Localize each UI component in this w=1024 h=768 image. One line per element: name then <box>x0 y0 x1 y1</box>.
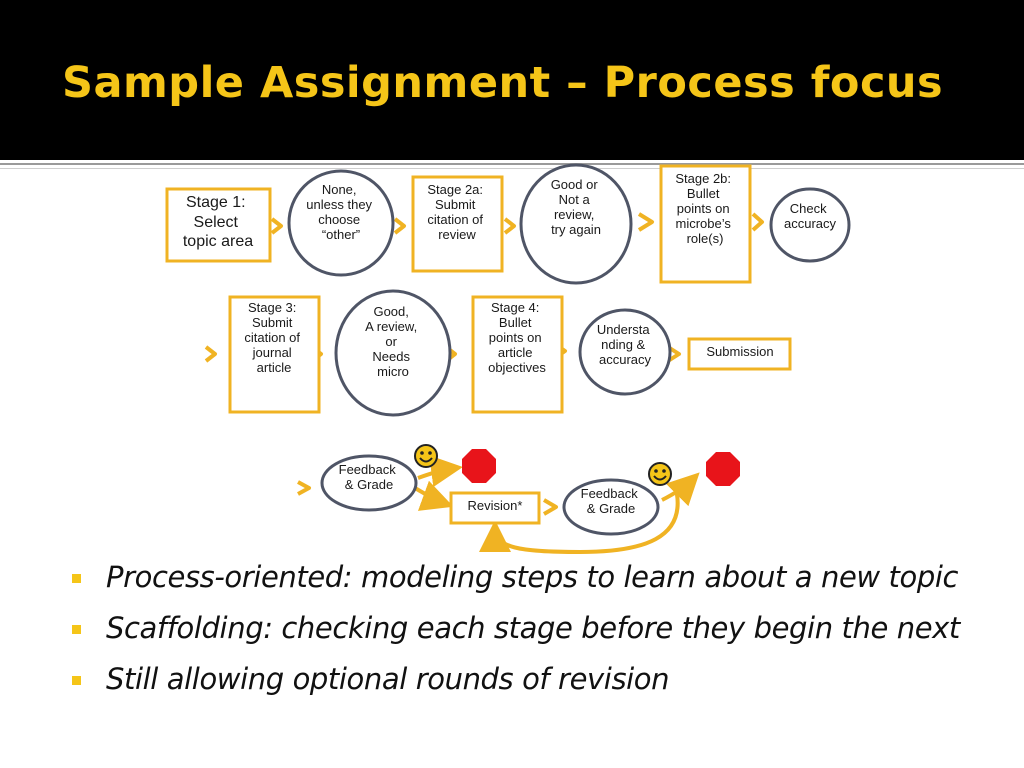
node-stage2a: Stage 2a: Submit citation of review <box>411 175 504 273</box>
arrow-chevron <box>637 212 654 232</box>
bullet-text: Scaffolding: checking each stage before … <box>106 611 960 645</box>
node-feedback-grade-1: Feedback & Grade <box>320 454 418 512</box>
node-revision: Revision* <box>449 491 541 525</box>
node-stage4: Stage 4: Bullet points on article object… <box>471 295 564 414</box>
node-submission: Submission <box>687 337 792 371</box>
bullet-marker <box>72 625 81 634</box>
svg-text:Stage 3: Submit ci: Stage 3: Submit citation of journal arti… <box>244 300 303 375</box>
node-good-or-not-review: Good or Not a review, try again <box>519 163 633 285</box>
stop-sign-icon <box>706 452 740 486</box>
stop-sign-icon <box>462 449 496 483</box>
title-bar: Sample Assignment – Process focus <box>0 0 1024 160</box>
slide-title: Sample Assignment – Process focus <box>62 58 944 108</box>
svg-text:Revision*: Revision* <box>468 498 523 513</box>
svg-text:Feedback & Grade: Feedback & Grade <box>581 486 642 516</box>
svg-text:Stage 2b: Bullet p: Stage 2b: Bullet points on microbe’s rol… <box>675 171 734 246</box>
bullet-list: Process-oriented: modeling steps to lear… <box>72 560 1012 713</box>
node-understanding-accuracy: Understa nding & accuracy <box>578 308 672 396</box>
svg-text:Check accuracy: Check accuracy <box>784 201 837 231</box>
arrow-to-revision <box>413 480 454 511</box>
bullet-text: Process-oriented: modeling steps to lear… <box>106 560 959 594</box>
smiley-icon <box>414 444 438 468</box>
bullet-item: Still allowing optional rounds of revisi… <box>72 662 1012 713</box>
smiley-icon <box>648 462 672 486</box>
bullet-item: Scaffolding: checking each stage before … <box>72 611 1012 662</box>
node-stage2b: Stage 2b: Bullet points on microbe’s rol… <box>659 164 752 284</box>
svg-text:None, unless they: None, unless they choose “other” <box>306 182 375 242</box>
node-check-accuracy: Check accuracy <box>769 187 851 263</box>
svg-text:Good or Not a revi: Good or Not a review, try again <box>551 177 602 237</box>
svg-text:Stage 1: Select to: Stage 1: Select topic area <box>183 194 253 250</box>
divider-line-thin <box>0 168 1024 169</box>
arrow-chevron <box>542 498 558 516</box>
loop-arrows <box>413 455 700 555</box>
divider-line <box>0 163 1024 165</box>
arrow-chevron <box>270 217 283 235</box>
arrow-chevron <box>503 217 516 235</box>
bullet-marker <box>72 676 81 685</box>
node-none-circle: None, unless they choose “other” <box>287 169 395 277</box>
svg-text:Good, A review, or: Good, A review, or Needs micro <box>365 304 421 379</box>
arrow-chevron <box>393 217 406 235</box>
bullet-text: Still allowing optional rounds of revisi… <box>106 662 670 696</box>
svg-text:Understa nding & a: Understa nding & accuracy <box>597 322 653 367</box>
node-stage1: Stage 1: Select topic area <box>165 187 272 263</box>
arrow-to-stop2 <box>661 472 700 507</box>
bullet-marker <box>72 574 81 583</box>
svg-text:Stage 2a: Submit c: Stage 2a: Submit citation of review <box>427 182 486 242</box>
arrow-chevron <box>666 345 681 363</box>
node-feedback-grade-2: Feedback & Grade <box>562 478 660 536</box>
arrow-chevron <box>204 345 217 363</box>
arrow-chevron <box>297 480 311 496</box>
svg-text:Stage 4: Bullet po: Stage 4: Bullet points on article object… <box>488 300 546 375</box>
arrow-chevron <box>751 212 764 232</box>
node-good-review-micro: Good, A review, or Needs micro <box>334 289 452 417</box>
bullet-item: Process-oriented: modeling steps to lear… <box>72 560 1012 611</box>
svg-text:Submission: Submission <box>706 344 773 359</box>
revision-loop-arrow <box>479 484 680 555</box>
arrow-to-stop1 <box>417 455 463 488</box>
node-stage3: Stage 3: Submit citation of journal arti… <box>228 295 321 414</box>
svg-text:Feedback & Grade: Feedback & Grade <box>339 462 400 492</box>
